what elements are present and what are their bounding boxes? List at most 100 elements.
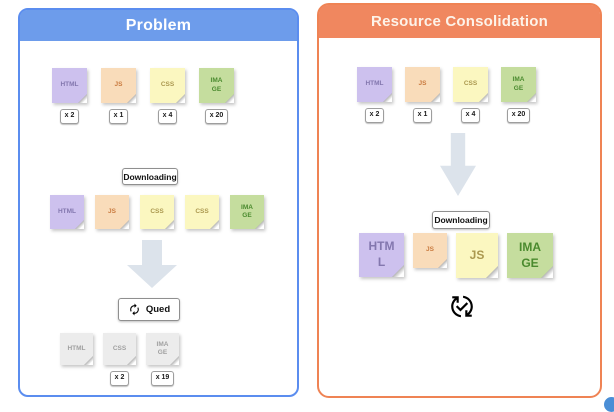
- resource-column-image: IMA GE x 20: [501, 67, 536, 123]
- resource-consolidation-title: Resource Consolidation: [371, 13, 548, 30]
- page-fold: [255, 220, 264, 229]
- note-js: JS: [101, 68, 136, 103]
- page-fold: [438, 259, 447, 268]
- note-html-disabled: HTML: [60, 333, 93, 365]
- downloading-text: Downloading: [434, 215, 488, 225]
- note-html: HTM L: [359, 233, 404, 277]
- note-html: HTML: [50, 195, 84, 229]
- page-fold: [84, 356, 93, 365]
- note-label: JS: [418, 80, 427, 88]
- resource-column-js: JS x 1: [405, 67, 440, 123]
- page-fold: [78, 94, 87, 103]
- note-css-disabled: CSS: [103, 333, 136, 365]
- note-html: HTML: [357, 67, 392, 102]
- resource-column-image: IMA GE x 20: [199, 68, 234, 124]
- note-image: IMA GE: [199, 68, 234, 103]
- count-badge: x 2: [109, 371, 130, 386]
- queued-column-css: CSS x 2: [103, 333, 136, 386]
- note-label: CSS: [463, 80, 478, 88]
- note-image: IMA GE: [501, 67, 536, 102]
- resource-column-js: JS x 1: [101, 68, 136, 124]
- note-label: CSS: [195, 207, 209, 215]
- problem-queued-row: HTML CSS x 2 IMA GE x 19: [60, 333, 179, 386]
- note-image: IMA GE: [230, 195, 264, 229]
- problem-panel-header: Problem: [20, 10, 297, 41]
- note-label: IMA GE: [210, 77, 223, 93]
- queued-column-html: HTML: [60, 333, 93, 386]
- resource-column-html: HTML x 2: [52, 68, 87, 124]
- page-fold: [170, 356, 179, 365]
- consolidation-resources-row: HTML x 2 JS x 1 CSS x 4 IMA GE x 20: [357, 67, 536, 123]
- note-js: JS: [95, 195, 129, 229]
- refresh-icon: [128, 303, 141, 316]
- note-label: IMA GE: [519, 239, 541, 270]
- page-fold: [127, 356, 136, 365]
- down-arrow: [440, 133, 476, 196]
- count-badge: x 1: [108, 109, 129, 124]
- downloading-text: Downloading: [123, 171, 177, 182]
- note-label: IMA GE: [241, 203, 253, 219]
- queued-text: Qued: [145, 304, 171, 315]
- note-label: IMA GE: [512, 76, 525, 92]
- blue-dot: [604, 397, 614, 412]
- note-js: JS: [413, 233, 447, 268]
- note-label: IMA GE: [156, 340, 169, 356]
- note-label: JS: [469, 247, 485, 262]
- sync-check-icon: [449, 293, 475, 320]
- problem-downloading-row: HTML JS CSS CSS IMA GE: [50, 195, 264, 229]
- count-badge: x 2: [59, 109, 80, 124]
- problem-panel: Problem HTML x 2 JS x 1 CSS x 4 IMA GE x…: [18, 8, 299, 397]
- problem-title: Problem: [125, 16, 192, 34]
- count-badge: x 20: [506, 108, 531, 123]
- downloading-label: Downloading: [122, 168, 178, 185]
- note-label: HTML: [67, 344, 86, 352]
- note-label: JS: [108, 207, 116, 215]
- queued-column-image: IMA GE x 19: [146, 333, 179, 386]
- count-badge: x 4: [460, 108, 481, 123]
- note-label: CSS: [112, 344, 127, 352]
- note-label: CSS: [150, 207, 164, 215]
- page-fold: [165, 220, 174, 229]
- page-fold: [541, 266, 553, 278]
- down-arrow: [127, 240, 177, 288]
- page-fold: [225, 94, 234, 103]
- downloading-label: Downloading: [432, 211, 490, 229]
- resource-column-css: CSS x 4: [150, 68, 185, 124]
- problem-resources-row: HTML x 2 JS x 1 CSS x 4 IMA GE x 20: [52, 68, 234, 124]
- note-html: HTML: [52, 68, 87, 103]
- resource-column-html: HTML x 2: [357, 67, 392, 123]
- note-label: CSS: [160, 81, 175, 89]
- count-badge: x 19: [150, 371, 175, 386]
- count-badge: x 1: [412, 108, 433, 123]
- page-fold: [75, 220, 84, 229]
- count-badge: x 4: [157, 109, 178, 124]
- note-js: JS: [405, 67, 440, 102]
- note-css: CSS: [185, 195, 219, 229]
- note-label: HTM L: [368, 239, 395, 269]
- resource-column-css: CSS x 4: [453, 67, 488, 123]
- page-fold: [120, 220, 129, 229]
- count-badge: x 2: [364, 108, 385, 123]
- page-fold: [176, 94, 185, 103]
- page-fold: [127, 94, 136, 103]
- note-label: HTML: [365, 80, 384, 88]
- resource-consolidation-panel: Resource Consolidation HTML x 2 JS x 1 C…: [317, 3, 602, 398]
- consolidated-notes-row: HTM L JS JS IMA GE: [359, 233, 553, 278]
- note-label: JS: [114, 81, 123, 89]
- note-css: CSS: [453, 67, 488, 102]
- page-fold: [210, 220, 219, 229]
- note-js-consolidated: JS: [456, 233, 498, 278]
- note-image-disabled: IMA GE: [146, 333, 179, 365]
- note-label: HTML: [57, 207, 77, 215]
- resource-consolidation-header: Resource Consolidation: [319, 5, 600, 38]
- page-fold: [431, 93, 440, 102]
- page-fold: [383, 93, 392, 102]
- note-label: HTML: [60, 81, 79, 89]
- page-fold: [486, 266, 498, 278]
- note-css: CSS: [140, 195, 174, 229]
- page-fold: [527, 93, 536, 102]
- note-css: CSS: [150, 68, 185, 103]
- page-fold: [479, 93, 488, 102]
- note-image: IMA GE: [507, 233, 553, 278]
- count-badge: x 20: [204, 109, 229, 124]
